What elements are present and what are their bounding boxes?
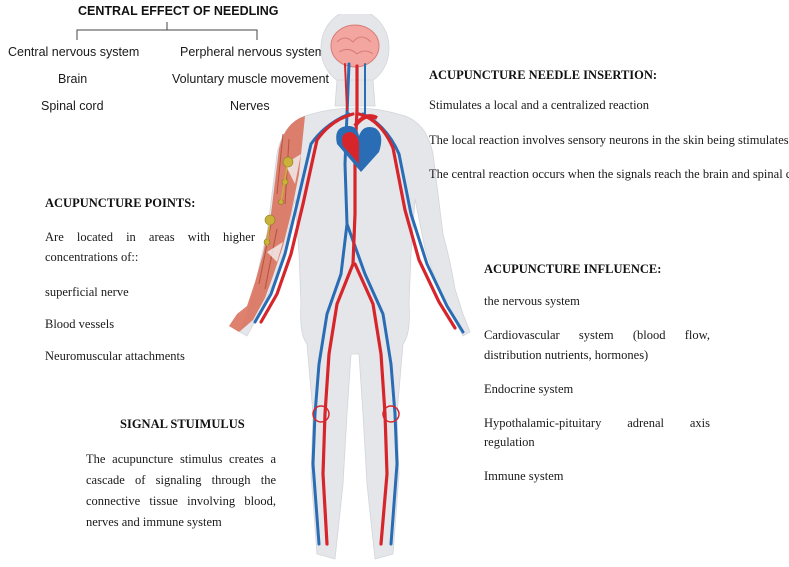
acupuncture-points-item: Blood vessels — [45, 317, 115, 331]
central-nervous-system-label: Central nervous system — [8, 45, 140, 59]
acupoints — [263, 156, 294, 247]
signal-line: nerves and immune system — [86, 515, 222, 529]
needle-insertion-title: ACUPUNCTURE NEEDLE INSERTION: — [429, 68, 658, 82]
needle-insertion-line-1: Stimulates a local and a centralized rea… — [429, 98, 650, 112]
brain-label: Brain — [58, 72, 88, 86]
acupuncture-points-intro-1: Are located in areas with higher — [45, 230, 255, 244]
influence-item: Endocrine system — [484, 382, 574, 396]
influence-item: Cardiovascular system (blood flow, — [484, 328, 710, 342]
heart — [336, 114, 382, 172]
signal-line: cascade of signaling through the — [86, 473, 276, 487]
brain — [330, 24, 380, 68]
acupuncture-points-title: ACUPUNCTURE POINTS: — [45, 196, 196, 210]
needle-insertion-line-3: The central reaction occurs when the sig… — [429, 167, 789, 181]
acupuncture-points-item: Neuromuscular attachments — [45, 349, 185, 363]
acupuncture-points-item: superficial nerve — [45, 285, 129, 299]
acupuncture-points-intro-2: concentrations of:: — [45, 250, 139, 264]
influence-item-continued: distribution nutrients, hormones) — [484, 348, 649, 362]
knee-vessels — [312, 405, 400, 423]
signal-line: The acupuncture stimulus creates a — [86, 452, 276, 466]
influence-item: the nervous system — [484, 294, 580, 308]
central-effect-bracket — [76, 22, 258, 40]
influence-title: ACUPUNCTURE INFLUENCE: — [484, 262, 662, 276]
peripheral-nervous-system-label: Perpheral nervous system — [180, 45, 326, 59]
signal-title: SIGNAL STUIMULUS — [120, 417, 245, 431]
voluntary-muscle-label: Voluntary muscle movement — [172, 72, 330, 86]
nerves-label: Nerves — [230, 99, 270, 113]
influence-item-continued: regulation — [484, 435, 535, 449]
central-effect-title: CENTRAL EFFECT OF NEEDLING — [78, 4, 279, 18]
influence-item: Immune system — [484, 469, 564, 483]
influence-item: Hypothalamic-pituitary adrenal axis — [484, 416, 710, 430]
needle-insertion-line-2: The local reaction involves sensory neur… — [429, 133, 789, 147]
circulatory-body-figure — [229, 14, 471, 560]
signal-line: connective tissue involving blood, — [86, 494, 276, 508]
spinal-cord-label: Spinal cord — [41, 99, 104, 113]
